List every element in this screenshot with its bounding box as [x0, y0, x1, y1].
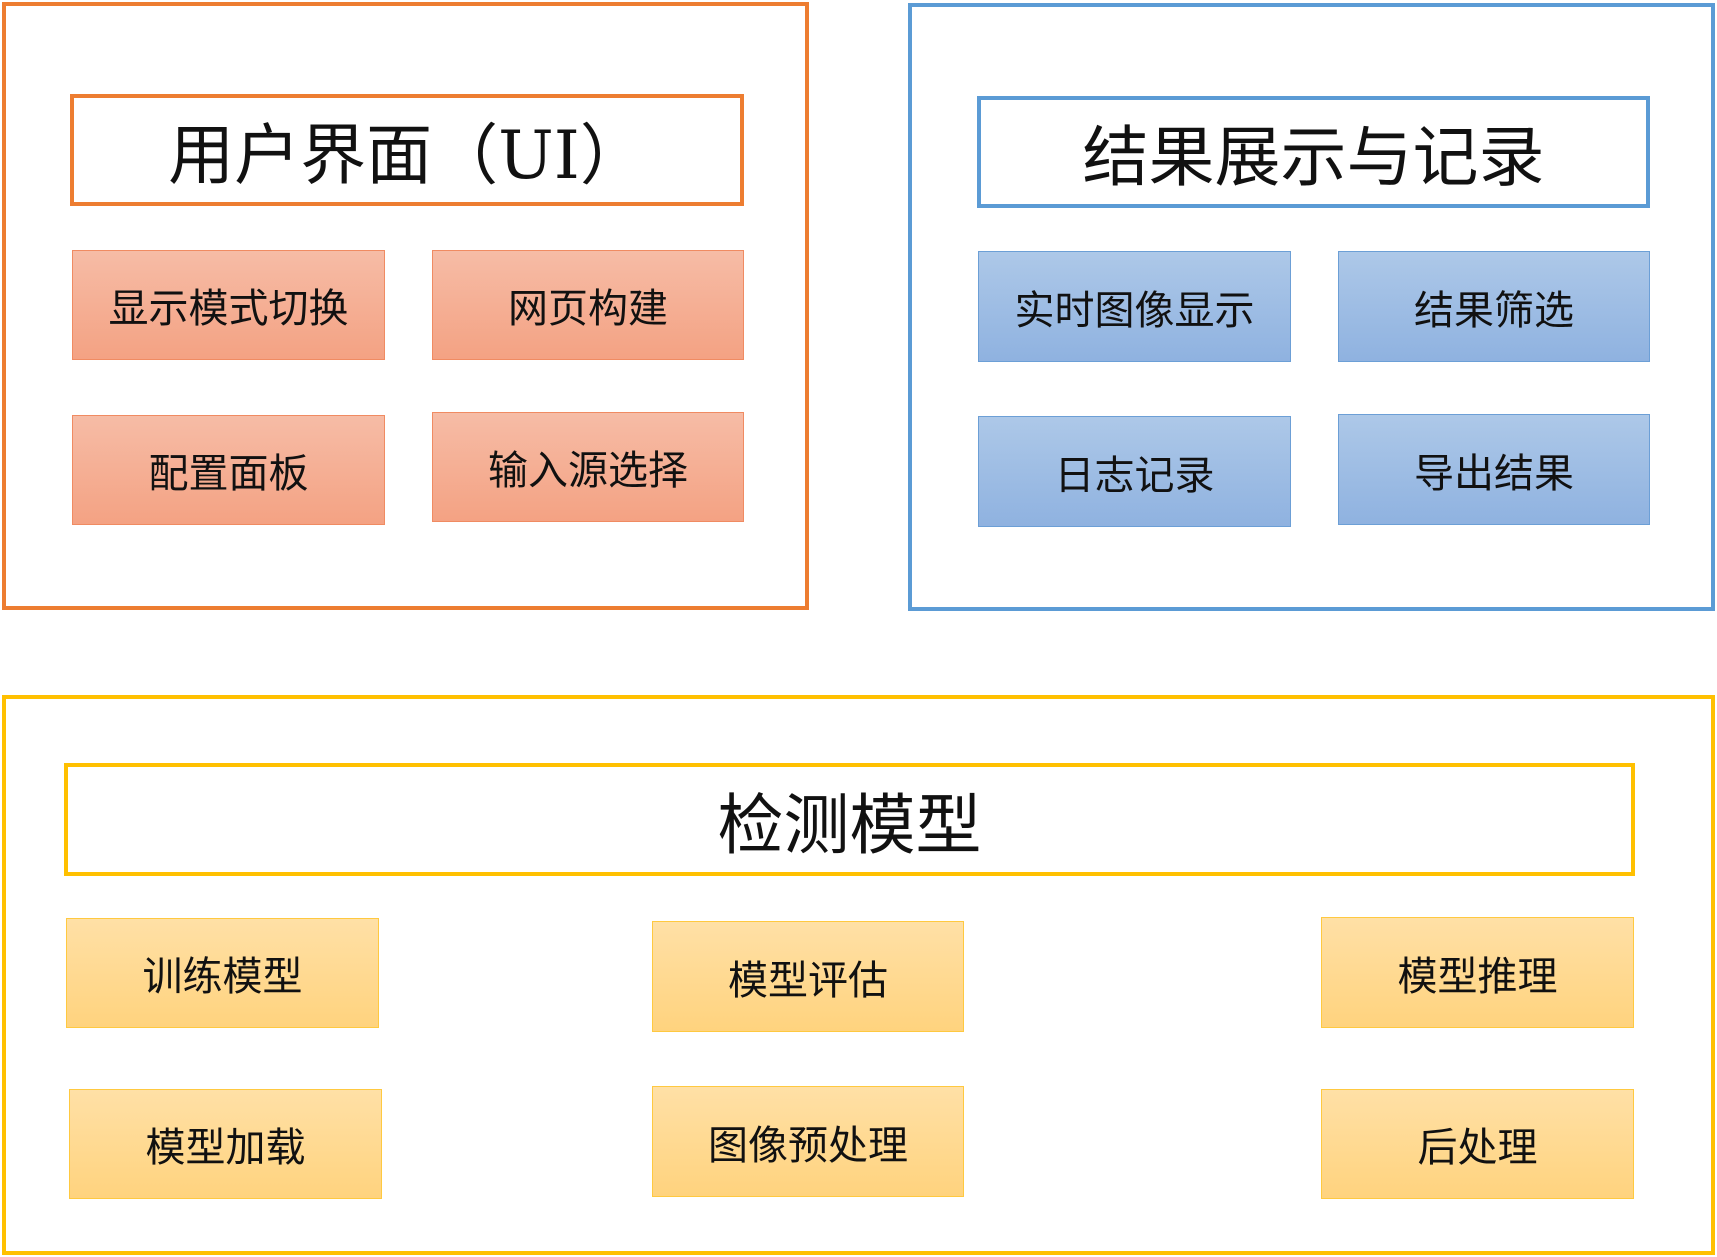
model-item-evaluate: 模型评估 — [652, 921, 964, 1032]
result-item-log: 日志记录 — [978, 416, 1291, 527]
ui-group-title: 用户界面（UI） — [70, 94, 744, 206]
model-item-load: 模型加载 — [69, 1089, 382, 1199]
model-item-postprocess: 后处理 — [1321, 1089, 1634, 1199]
result-item-realtime-image: 实时图像显示 — [978, 251, 1291, 362]
model-group-title: 检测模型 — [64, 763, 1635, 876]
ui-item-config-panel: 配置面板 — [72, 415, 385, 525]
model-item-preprocess: 图像预处理 — [652, 1086, 964, 1197]
ui-item-input-source: 输入源选择 — [432, 412, 744, 522]
ui-item-web-build: 网页构建 — [432, 250, 744, 360]
result-item-export: 导出结果 — [1338, 414, 1650, 525]
ui-item-display-mode: 显示模式切换 — [72, 250, 385, 360]
result-group-title: 结果展示与记录 — [977, 96, 1650, 208]
model-item-train: 训练模型 — [66, 918, 379, 1028]
model-item-inference: 模型推理 — [1321, 917, 1634, 1028]
result-item-filter: 结果筛选 — [1338, 251, 1650, 362]
